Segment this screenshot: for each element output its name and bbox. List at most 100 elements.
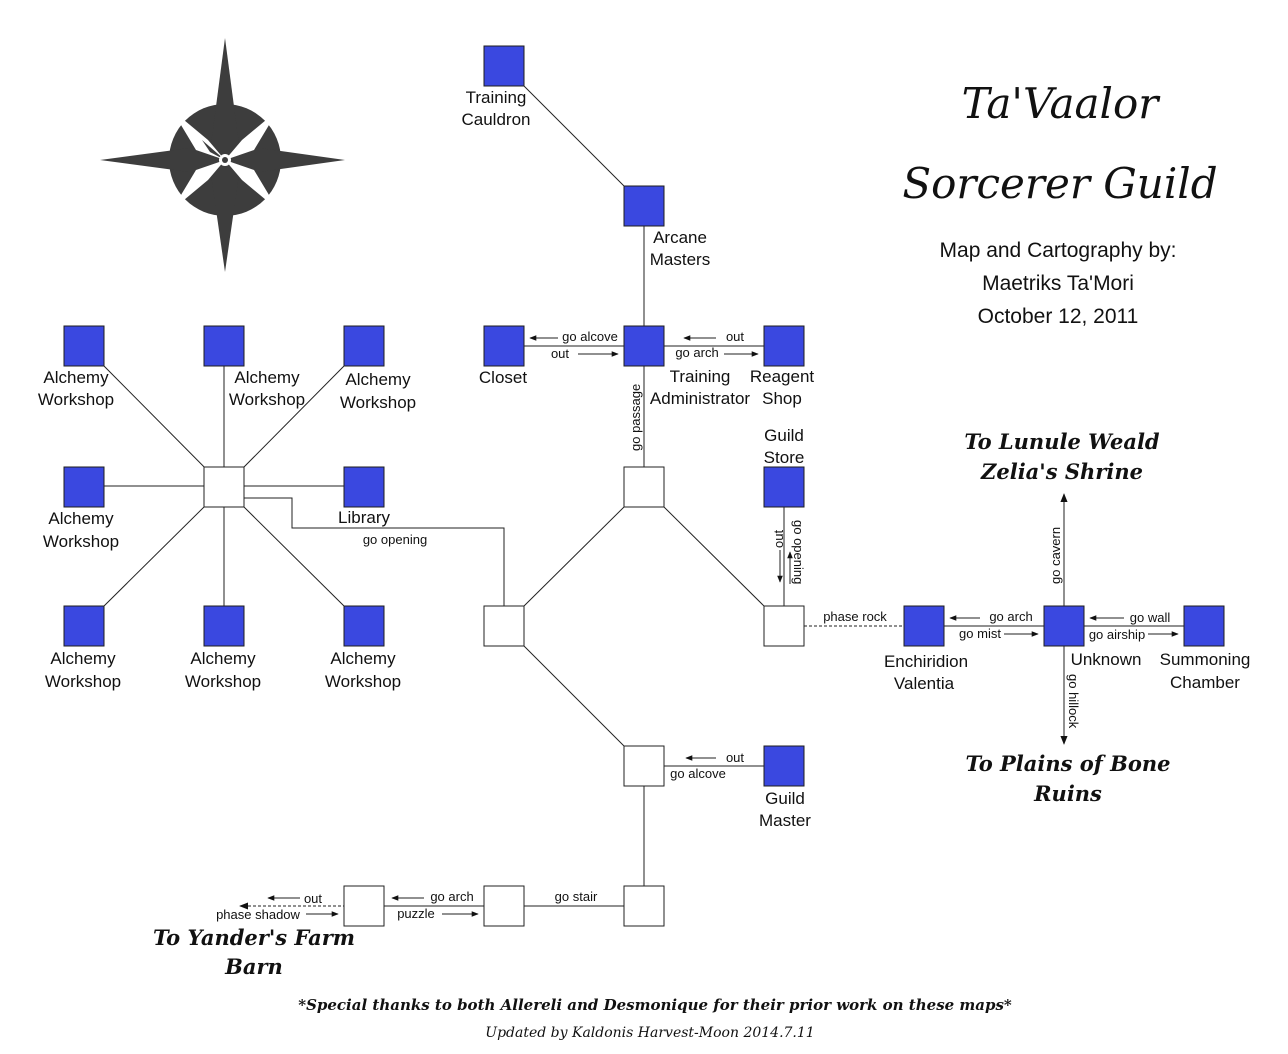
label-reagent-shop-2: Shop xyxy=(762,389,802,408)
exit-out-closet: out xyxy=(551,346,569,361)
label-arcane-masters-2: Masters xyxy=(650,250,710,269)
room-alchemy-hub[interactable] xyxy=(203,466,245,508)
dest-lunule-1: To Lunule Weald xyxy=(964,429,1160,454)
dest-yander-2: Barn xyxy=(224,954,283,979)
room-reagent-shop[interactable] xyxy=(763,325,805,367)
dest-plains-1: To Plains of Bone xyxy=(965,751,1170,776)
destinations: To Lunule Weald Zelia's Shrine To Plains… xyxy=(153,429,1171,979)
exit-out-shadow: out xyxy=(304,891,322,906)
room-training-cauldron[interactable] xyxy=(483,45,525,87)
credits-line1: Map and Cartography by: xyxy=(940,239,1177,262)
exit-go-arch-reagent: go arch xyxy=(675,345,718,360)
exit-go-opening-store: go opening xyxy=(791,520,806,584)
room-guild-master[interactable] xyxy=(763,745,805,787)
exit-out-reagent: out xyxy=(726,329,744,344)
label-reagent-shop-1: Reagent xyxy=(750,367,815,386)
dest-yander-1: To Yander's Farm xyxy=(153,925,355,950)
room-shadow-node[interactable] xyxy=(343,885,385,927)
room-alchemy-workshop-w[interactable] xyxy=(63,466,105,508)
exit-go-alcove-master: go alcove xyxy=(670,766,726,781)
exit-go-arch-ench: go arch xyxy=(989,609,1032,624)
exit-go-mist: go mist xyxy=(959,626,1001,641)
room-alchemy-workshop-ne[interactable] xyxy=(343,325,385,367)
exit-labels: go alcove out out go arch go passage go … xyxy=(216,329,1170,922)
label-alchemy-sw-2: Workshop xyxy=(45,672,121,691)
room-east-node[interactable] xyxy=(763,605,805,647)
dest-plains-2: Ruins xyxy=(1033,781,1102,806)
room-enchiridion-valentia[interactable] xyxy=(903,605,945,647)
label-training-administrator-1: Training xyxy=(670,367,731,386)
credits-line3: October 12, 2011 xyxy=(978,305,1139,328)
exit-out-master: out xyxy=(726,750,744,765)
label-guild-store-2: Store xyxy=(764,448,805,467)
exit-go-cavern: go cavern xyxy=(1048,527,1063,584)
room-alchemy-workshop-n[interactable] xyxy=(203,325,245,367)
label-enchiridion-valentia-1: Enchiridion xyxy=(884,652,968,671)
label-alchemy-se-1: Alchemy xyxy=(330,649,396,668)
label-alchemy-nw-2: Workshop xyxy=(38,390,114,409)
exit-phase-rock: phase rock xyxy=(823,609,887,624)
exit-go-arch-puzzle: go arch xyxy=(430,889,473,904)
label-summoning-chamber-1: Summoning xyxy=(1160,650,1251,669)
exit-out-store: out xyxy=(771,530,786,548)
room-guild-store[interactable] xyxy=(763,466,805,508)
exit-phase-shadow: phase shadow xyxy=(216,907,300,922)
label-guild-master-1: Guild xyxy=(765,789,805,808)
exit-go-stair: go stair xyxy=(555,889,598,904)
room-alchemy-workshop-se[interactable] xyxy=(343,605,385,647)
exit-go-wall: go wall xyxy=(1130,610,1171,625)
credits-line2: Maetriks Ta'Mori xyxy=(982,272,1134,295)
room-alchemy-workshop-sw[interactable] xyxy=(63,605,105,647)
room-arcane-masters[interactable] xyxy=(623,185,665,227)
direction-arrows xyxy=(267,335,1179,917)
exit-puzzle: puzzle xyxy=(397,906,435,921)
exit-go-hillock: go hillock xyxy=(1066,674,1081,729)
room-alchemy-workshop-nw[interactable] xyxy=(63,325,105,367)
label-alchemy-ne-1: Alchemy xyxy=(345,370,411,389)
room-training-administrator[interactable] xyxy=(623,325,665,367)
exit-go-airship: go airship xyxy=(1089,627,1145,642)
room-stair-node[interactable] xyxy=(623,885,665,927)
room-labels: Training Cauldron Arcane Masters Closet … xyxy=(38,88,1250,830)
room-alchemy-workshop-s[interactable] xyxy=(203,605,245,647)
room-passage-node[interactable] xyxy=(623,466,665,508)
room-puzzle-node[interactable] xyxy=(483,885,525,927)
room-unknown[interactable] xyxy=(1043,605,1085,647)
label-training-cauldron-1: Training xyxy=(466,88,527,107)
exit-go-opening-library: go opening xyxy=(363,532,427,547)
title-line1: Ta'Vaalor xyxy=(962,79,1162,128)
label-library: Library xyxy=(338,508,390,527)
label-unknown: Unknown xyxy=(1071,650,1142,669)
room-summoning-chamber[interactable] xyxy=(1183,605,1225,647)
label-alchemy-w-2: Workshop xyxy=(43,532,119,551)
footer-updated: Updated by Kaldonis Harvest-Moon 2014.7.… xyxy=(485,1025,814,1041)
label-alchemy-nw-1: Alchemy xyxy=(43,368,109,387)
label-guild-store-1: Guild xyxy=(764,426,804,445)
exit-go-alcove-closet: go alcove xyxy=(562,329,618,344)
rooms xyxy=(63,45,1225,927)
room-closet[interactable] xyxy=(483,325,525,367)
dest-lunule-2: Zelia's Shrine xyxy=(980,459,1143,484)
room-south-node[interactable] xyxy=(623,745,665,787)
label-summoning-chamber-2: Chamber xyxy=(1170,673,1240,692)
label-alchemy-s-1: Alchemy xyxy=(190,649,256,668)
compass-rose-icon xyxy=(100,38,345,272)
label-alchemy-se-2: Workshop xyxy=(325,672,401,691)
label-alchemy-s-2: Workshop xyxy=(185,672,261,691)
title-line2: Sorcerer Guild xyxy=(902,159,1217,208)
label-alchemy-ne-2: Workshop xyxy=(340,393,416,412)
label-training-cauldron-2: Cauldron xyxy=(462,110,531,129)
label-training-administrator-2: Administrator xyxy=(650,389,750,408)
label-alchemy-w-1: Alchemy xyxy=(48,509,114,528)
label-enchiridion-valentia-2: Valentia xyxy=(894,674,955,693)
footer-thanks: *Special thanks to both Allereli and Des… xyxy=(298,996,1012,1014)
label-guild-master-2: Master xyxy=(759,811,811,830)
room-west-node[interactable] xyxy=(483,605,525,647)
label-alchemy-n-1: Alchemy xyxy=(234,368,300,387)
label-alchemy-sw-1: Alchemy xyxy=(50,649,116,668)
label-closet: Closet xyxy=(479,368,527,387)
exit-go-passage: go passage xyxy=(628,384,643,451)
room-library[interactable] xyxy=(343,466,385,508)
label-arcane-masters-1: Arcane xyxy=(653,228,707,247)
